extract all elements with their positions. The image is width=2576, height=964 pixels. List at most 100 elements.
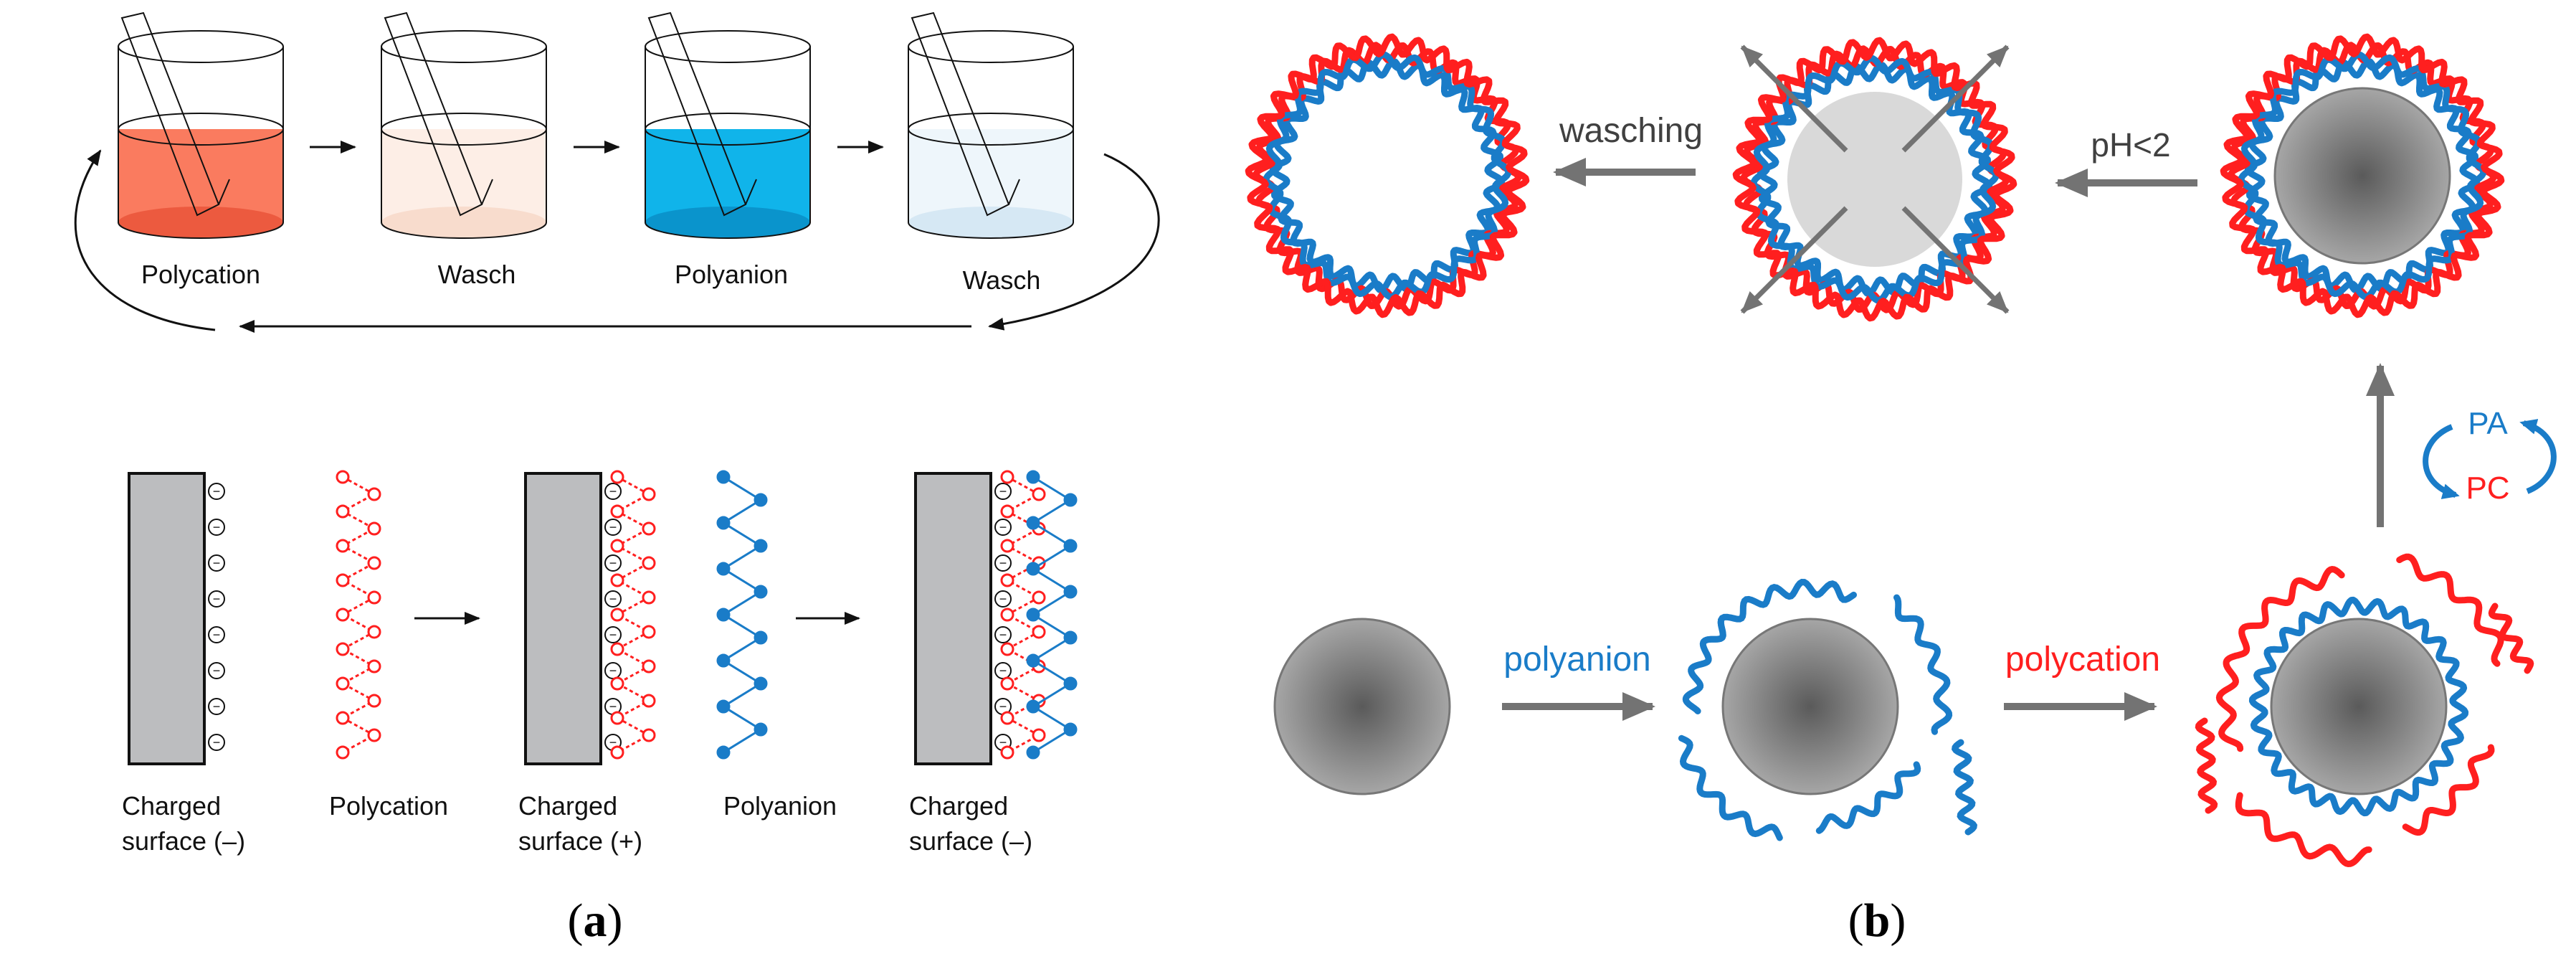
surface-charge-sign: − — [213, 699, 221, 714]
attached-polycation-bead — [610, 573, 624, 587]
polycation-strand — [2195, 717, 2218, 814]
substrate-slide-edge — [218, 179, 230, 205]
surface-slab — [128, 472, 206, 765]
beaker-base — [645, 222, 811, 239]
surface-charge-sign: − — [999, 663, 1007, 678]
beaker-base — [908, 222, 1074, 239]
surface-label-3-line2: surface (–) — [909, 826, 1032, 856]
free-chain-row — [336, 470, 768, 760]
surface-charge-sign: − — [609, 663, 617, 678]
surface-charge: − — [208, 590, 225, 608]
lbl-schematic: −−−−−−−−−−−−−−−−−−−−−−−− Charged surface… — [122, 470, 1078, 856]
free-polycation-chain-bead — [367, 694, 381, 708]
surface-charge: − — [994, 590, 1012, 608]
attached-polyanion — [1026, 470, 1078, 760]
attached-polycation-bead — [610, 608, 624, 622]
free-polycation-chain-bead — [367, 590, 381, 605]
core-with-polycation — [2195, 553, 2534, 868]
attached-polycation-bead — [1000, 711, 1014, 725]
surface-label-1-line1: Charged — [122, 791, 221, 821]
attached-polycation-bead — [1032, 625, 1046, 639]
core-sphere — [1273, 618, 1451, 795]
free-polyanion-chain-bead — [716, 608, 731, 622]
attached-polycation-bead — [642, 625, 656, 639]
polyanion-strand — [1893, 594, 1953, 735]
dissolve-arrow — [1901, 206, 2010, 314]
attached-polyanion-bead — [1026, 516, 1040, 530]
free-polycation-chain-bead — [367, 556, 381, 570]
attached-polycation-bead — [610, 676, 624, 691]
beaker-rim — [645, 30, 811, 63]
surface-slab — [524, 472, 602, 765]
beaker-rim — [118, 30, 284, 63]
surface-charge-sign: − — [609, 699, 617, 714]
surface-charge: − — [208, 734, 225, 751]
beaker-labels: Polycation Wasch Polyanion Wasch — [141, 260, 1040, 295]
cycle-label-pa: PA — [2468, 406, 2508, 441]
surface-label-2-line2: surface (+) — [518, 826, 642, 856]
surface-charge-sign: − — [609, 484, 617, 498]
surface-charge: − — [208, 662, 225, 679]
beaker-base — [118, 222, 284, 239]
attached-polyanion-bead — [1063, 630, 1078, 645]
free-polycation-chain-bead — [367, 521, 381, 536]
free-polyanion-chain-bead — [754, 676, 768, 691]
surface-charge: − — [208, 483, 225, 500]
free-polyanion-chain-bead — [716, 516, 731, 530]
polycation-strand — [2235, 792, 2372, 868]
polyanion-strand — [1682, 618, 1726, 714]
surface-charge: − — [208, 626, 225, 643]
attached-polycation-bead — [642, 659, 656, 674]
free-chain-label-polycation: Polycation — [329, 791, 448, 821]
attached-polyanion-bead — [1063, 539, 1078, 553]
beaker — [381, 11, 547, 239]
free-polycation-chain-bead — [336, 539, 350, 553]
surface-charge-sign: − — [213, 556, 221, 570]
surface-charge: − — [208, 519, 225, 536]
surface-charge: − — [994, 662, 1012, 679]
dissolve-arrow — [1901, 44, 2010, 153]
attached-polyanion-bead — [1063, 676, 1078, 691]
cycle-loop-arrow — [74, 149, 1160, 333]
beaker-liquid-bottom — [645, 207, 810, 238]
attached-polyanion-bead — [1063, 585, 1078, 599]
attached-polycation-bead — [1000, 504, 1014, 519]
surface-charge: − — [604, 662, 622, 679]
surface-charge: − — [208, 698, 225, 715]
cycle-label-pc: PC — [2466, 471, 2509, 506]
surface-charge-ring — [994, 483, 1012, 500]
attached-polyanion-bead — [1026, 653, 1040, 668]
surface-charge-sign: − — [999, 484, 1007, 498]
polycation-strand — [2488, 602, 2534, 674]
dissolve-arrow — [1740, 44, 1848, 153]
attached-polycation-bead — [1000, 608, 1014, 622]
attached-polyanion-bead — [1026, 608, 1040, 622]
free-polycation-chain-bead — [336, 642, 350, 656]
surface-charge-sign: − — [999, 556, 1007, 570]
attached-polycation-bead — [1000, 573, 1014, 587]
surface-charge: − — [994, 554, 1012, 572]
surface-charge-sign: − — [999, 628, 1007, 642]
attached-polycation-bead — [610, 539, 624, 553]
free-polycation-chain-bead — [336, 676, 350, 691]
attached-polycation-bead — [642, 694, 656, 708]
free-polycation-chain-bead — [336, 573, 350, 587]
multilayer-coated-particle — [2220, 33, 2505, 318]
beaker-label-polycation: Polycation — [141, 260, 260, 289]
substrate-slide-edge — [745, 179, 757, 205]
surface-label-2-line1: Charged — [518, 791, 617, 821]
surface-charge: − — [994, 626, 1012, 643]
surface-labels: Charged surface (–) Charged surface (+) … — [122, 791, 1032, 856]
label-polyanion: polyanion — [1503, 641, 1651, 679]
free-polyanion-chain-bead — [716, 653, 731, 668]
particle-stages — [1245, 33, 2534, 868]
beaker-row — [118, 11, 1074, 239]
surface-charge-sign: − — [609, 592, 617, 606]
beaker-liquid-bottom — [908, 207, 1073, 238]
cycle-arrow-right-icon — [2519, 419, 2557, 494]
free-chain-label-polyanion: Polyanion — [723, 791, 837, 821]
free-polycation-chain-bead — [336, 470, 350, 484]
attached-polyanion-bead — [1063, 722, 1078, 737]
attached-polycation — [610, 470, 656, 760]
